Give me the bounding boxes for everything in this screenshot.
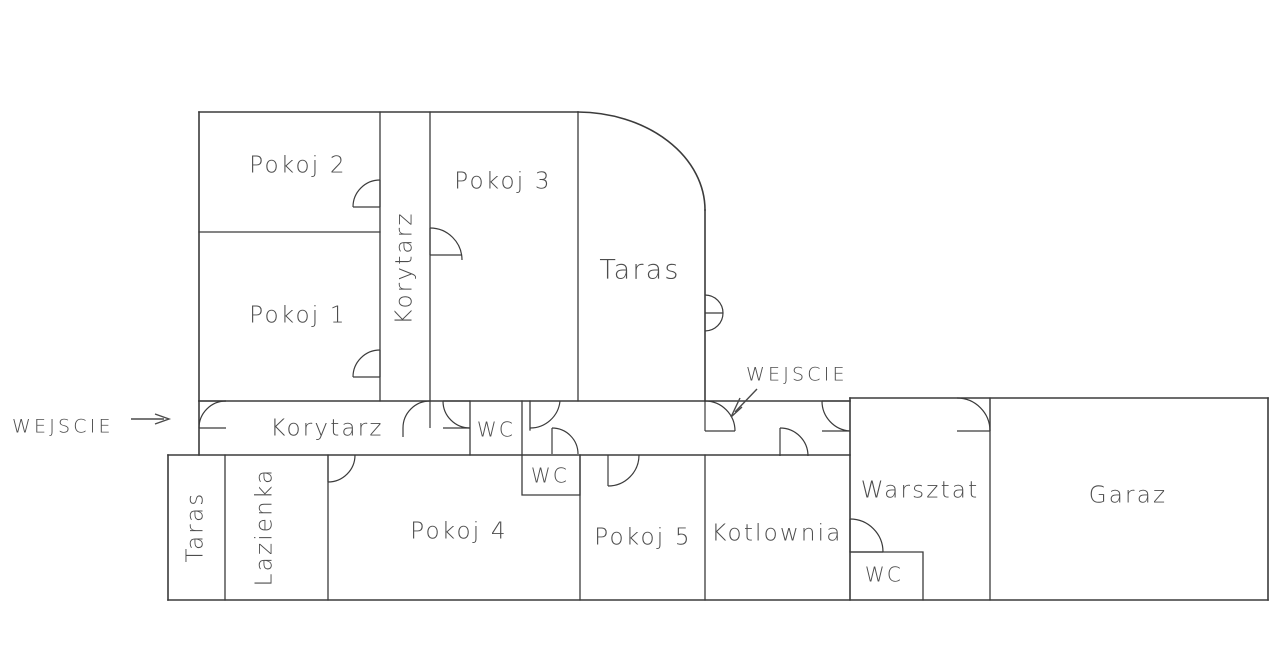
door-arc-entry-left [198, 400, 227, 429]
room-label-pokoj-4: Pokoj 4 [410, 519, 507, 545]
door-arc-wc-jog [529, 400, 561, 429]
room-label-taras-upper: Taras [599, 255, 680, 286]
corridor-doors [198, 400, 851, 457]
room-label-pokoj-3: Pokoj 3 [454, 169, 551, 195]
door-arc-wc-lower [551, 427, 579, 455]
annotation-label-wejscie-left: WEJSCIE [12, 416, 114, 438]
annotation-wejscie-left: WEJSCIE [12, 413, 172, 438]
door-arc-wc-warsztat [849, 518, 884, 553]
room-label-wc-upper: WC [477, 418, 515, 442]
room-label-lazienka: Lazienka [252, 468, 278, 587]
room-labels: Pokoj 2 Pokoj 1 Korytarz Pokoj 3 Taras K… [183, 153, 1168, 587]
door-arc-korytarz-a [402, 400, 431, 429]
door-arc-kotlownia [779, 427, 809, 457]
annotation-wejscie-right: WEJSCIE [730, 364, 848, 418]
door-arc-warsztat-top [821, 400, 851, 432]
annotation-label-wejscie-right: WEJSCIE [746, 364, 848, 386]
door-arc-lazienka [327, 454, 356, 483]
room-label-warsztat: Warsztat [861, 478, 980, 504]
room-label-taras-lower: Taras [183, 492, 209, 563]
arrow-head-wejscie-right [730, 397, 743, 418]
door-arc-garaz [956, 397, 991, 432]
door-arc-entry-right [704, 400, 736, 432]
room-label-pokoj-5: Pokoj 5 [594, 525, 691, 551]
room-label-korytarz-horizontal: Korytarz [270, 416, 383, 442]
lower-doors [327, 397, 991, 553]
lower-block-walls [167, 397, 1269, 601]
room-label-kotlownia: Kotlownia [711, 521, 842, 547]
door-arc-wc-upper [442, 400, 471, 429]
upper-doors [352, 179, 724, 378]
door-arc-pokoj4 [607, 454, 640, 487]
room-label-garaz: Garaz [1089, 483, 1168, 509]
room-label-pokoj-2: Pokoj 2 [249, 153, 346, 179]
wall-taras-curve [577, 111, 706, 211]
door-arc-pokoj2 [352, 179, 381, 208]
door-arc-pokoj1 [352, 349, 381, 378]
lower-interior-walls [224, 397, 991, 601]
room-label-wc-lower: WC [531, 464, 569, 488]
room-label-korytarz-vertical: Korytarz [392, 211, 418, 324]
room-label-wc-warsztat: WC [865, 563, 903, 587]
arrow-head-wejscie-left [154, 413, 172, 425]
arrow-shaft-wejscie-right [734, 388, 758, 413]
room-label-pokoj-1: Pokoj 1 [249, 303, 346, 329]
